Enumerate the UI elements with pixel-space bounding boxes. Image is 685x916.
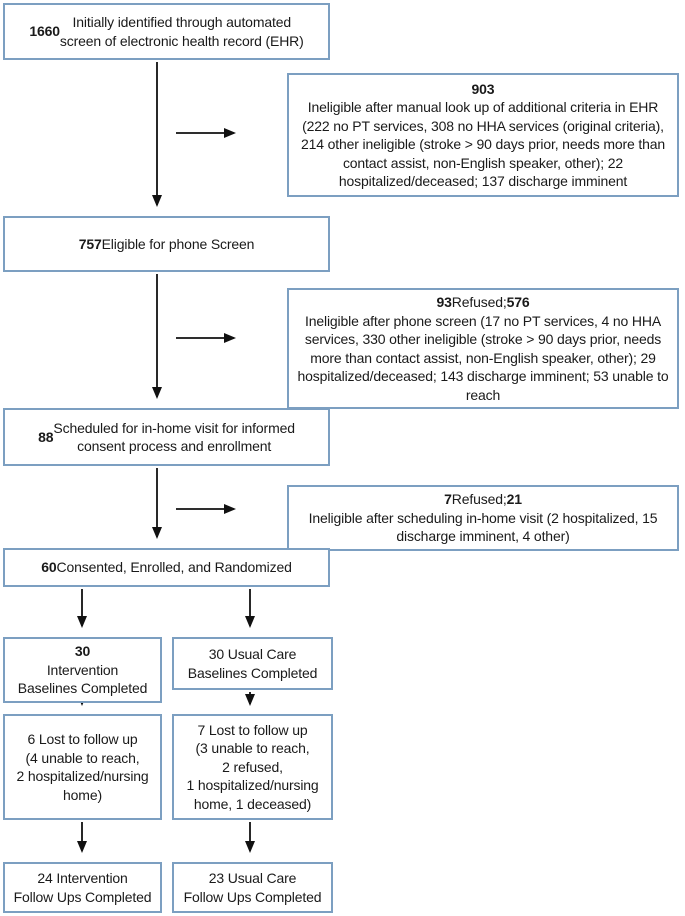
box-phone-eligible: 757 Eligible for phone Screen: [3, 216, 330, 272]
count-value: 93: [436, 294, 452, 310]
box-intervention-followup: 24 Intervention Follow Ups Completed: [3, 862, 162, 913]
text-segment: Intervention Baselines Completed: [17, 661, 148, 697]
box-usualcare-lost: 7 Lost to follow up (3 unable to reach, …: [172, 714, 333, 820]
box-identified: 1660 Initially identified through automa…: [3, 3, 330, 60]
count-value: 903: [471, 80, 495, 97]
text-segment: 30 Usual Care Baselines Completed: [187, 646, 318, 681]
text-segment: 6 Lost to follow up (4 unable to reach, …: [16, 731, 149, 803]
box-phone-ineligible: 93 Refused; 576 Ineligible after phone s…: [287, 288, 679, 409]
count-value: 1660: [29, 23, 60, 40]
text-segment: Refused;: [451, 491, 507, 507]
text-segment: Ineligible after scheduling in-home visi…: [308, 509, 658, 545]
text-segment: Eligible for phone Screen: [101, 235, 255, 252]
box-usualcare-followup: 23 Usual Care Follow Ups Completed: [172, 862, 333, 913]
text-segment: Initially identified through automated s…: [59, 14, 304, 49]
box-manual-ineligible: 903 Ineligible after manual look up of a…: [287, 73, 679, 197]
text-segment: Consented, Enrolled, and Randomized: [56, 559, 292, 576]
count-value: 88: [38, 428, 54, 445]
text-segment: 7 Lost to follow up (3 unable to reach, …: [186, 721, 319, 812]
box-intervention-lost: 6 Lost to follow up (4 unable to reach, …: [3, 714, 162, 820]
count-value: 576: [506, 294, 530, 310]
count-value: 30: [74, 643, 91, 659]
box-randomized: 60 Consented, Enrolled, and Randomized: [3, 548, 330, 587]
text-segment: Ineligible after manual look up of addit…: [300, 99, 666, 189]
count-value: 60: [41, 559, 57, 576]
box-usualcare-baseline: 30 Usual Care Baselines Completed: [172, 637, 333, 690]
box-scheduled: 88 Scheduled for in-home visit for infor…: [3, 408, 330, 466]
text-segment: 24 Intervention Follow Ups Completed: [13, 870, 152, 905]
box-scheduling-ineligible: 7 Refused; 21 Ineligible after schedulin…: [287, 485, 679, 551]
text-segment: 23 Usual Care Follow Ups Completed: [183, 870, 322, 905]
text-segment: Scheduled for in-home visit for informed…: [53, 419, 295, 455]
text-segment: Ineligible after phone screen (17 no PT …: [297, 312, 669, 403]
box-intervention-baseline: 30 Intervention Baselines Completed: [3, 637, 162, 703]
count-value: 7: [444, 491, 452, 507]
count-value: 21: [506, 491, 522, 507]
count-value: 757: [78, 235, 102, 252]
text-segment: Refused;: [451, 294, 507, 310]
